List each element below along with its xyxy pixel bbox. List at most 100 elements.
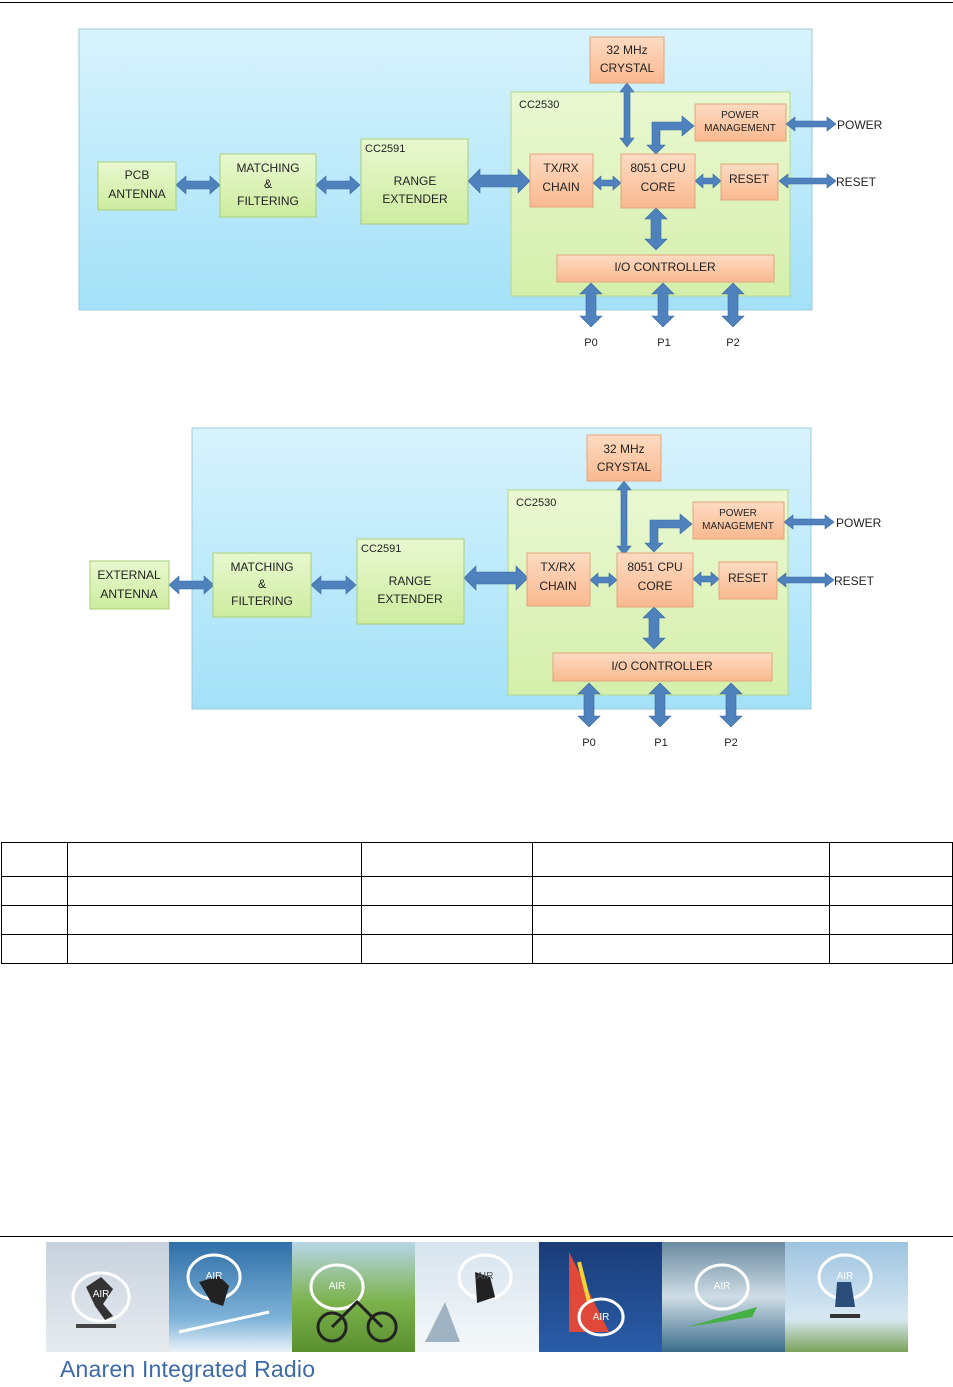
arrow-power-ext — [783, 514, 835, 530]
svg-text:&: & — [258, 577, 266, 591]
cc2591-box — [356, 538, 465, 625]
svg-text:AIR: AIR — [329, 1281, 346, 1292]
reset-ext-label: RESET — [836, 175, 877, 189]
header-rule — [0, 2, 953, 3]
table-cell — [829, 876, 953, 906]
table-row — [1, 842, 953, 877]
matching-filtering-box — [212, 552, 312, 618]
arrow-crystal-cpu — [619, 82, 635, 148]
svg-text:TX/RX: TX/RX — [543, 161, 578, 175]
svg-text:RANGE: RANGE — [389, 574, 432, 588]
port-p2-label: P2 — [724, 737, 737, 749]
arrow-cpu-io — [644, 207, 668, 251]
cpu-core-box — [620, 153, 696, 209]
cc2530-label: CC2530 — [516, 497, 556, 509]
footer-banner: AIR AIR AIR AIR AIR AIR AIR — [46, 1242, 908, 1352]
cc2591-box — [360, 138, 469, 225]
svg-text:RANGE: RANGE — [394, 174, 437, 188]
svg-text:AIR: AIR — [93, 1289, 110, 1300]
svg-text:MATCHING: MATCHING — [236, 161, 299, 175]
svg-text:ANTENNA: ANTENNA — [108, 187, 165, 201]
banner-tile-snowboard: AIR — [415, 1242, 539, 1352]
svg-text:AIR: AIR — [713, 1281, 730, 1292]
crystal-box — [589, 36, 665, 84]
table-row — [1, 934, 953, 964]
footer-rule — [0, 1236, 953, 1237]
svg-text:TX/RX: TX/RX — [540, 560, 575, 574]
svg-text:EXTENDER: EXTENDER — [382, 192, 448, 206]
table-cell — [829, 905, 953, 935]
svg-text:8051 CPU: 8051 CPU — [627, 560, 682, 574]
table-cell — [1, 934, 68, 964]
svg-text:EXTERNAL: EXTERNAL — [97, 568, 161, 582]
svg-text:CORE: CORE — [638, 579, 673, 593]
reset-ext-label: RESET — [834, 574, 875, 588]
table-cell — [67, 842, 362, 877]
arrow-matching-cc2591 — [310, 575, 357, 595]
txrx-chain-box — [529, 153, 594, 208]
svg-text:32 MHz: 32 MHz — [603, 442, 644, 456]
svg-text:PCB: PCB — [125, 168, 150, 182]
svg-text:32 MHz: 32 MHz — [606, 43, 647, 57]
table-row — [1, 876, 953, 906]
port-p0-label: P0 — [582, 737, 595, 749]
arrow-matching-cc2591 — [315, 175, 361, 195]
power-management-box — [692, 501, 785, 540]
svg-text:RESET: RESET — [728, 571, 769, 585]
svg-text:I/O CONTROLLER: I/O CONTROLLER — [611, 659, 713, 673]
svg-text:8051 CPU: 8051 CPU — [630, 161, 685, 175]
table-cell — [67, 934, 362, 964]
arrow-port2 — [719, 682, 743, 728]
svg-text:AIR: AIR — [477, 1271, 494, 1282]
arrow-port1 — [648, 682, 672, 728]
table-cell — [361, 934, 533, 964]
svg-text:CC2591: CC2591 — [365, 143, 405, 155]
table-cell — [1, 842, 68, 877]
svg-text:POWER: POWER — [721, 110, 759, 121]
svg-text:RESET: RESET — [729, 172, 770, 186]
table-cell — [532, 934, 830, 964]
svg-text:I/O CONTROLLER: I/O CONTROLLER — [614, 260, 716, 274]
port-p0-label: P0 — [584, 337, 597, 349]
table-cell — [361, 876, 533, 906]
svg-text:MANAGEMENT: MANAGEMENT — [702, 521, 774, 532]
svg-text:CHAIN: CHAIN — [542, 180, 579, 194]
reset-box — [718, 561, 778, 600]
arrow-cpu-io — [642, 606, 666, 650]
cpu-core-box — [616, 552, 694, 608]
svg-text:CRYSTAL: CRYSTAL — [600, 61, 655, 75]
power-management-box — [694, 103, 787, 142]
svg-text:CRYSTAL: CRYSTAL — [597, 460, 652, 474]
port-p1-label: P1 — [654, 737, 667, 749]
empty-table — [1, 842, 953, 964]
port-p1-label: P1 — [657, 337, 670, 349]
table-cell — [829, 842, 953, 877]
block-diagram-pcb-antenna: CC2530 PCB ANTENNA MATCHING & FILTERING … — [0, 0, 953, 360]
arrow-port2 — [721, 282, 745, 328]
svg-text:AIR: AIR — [206, 1271, 223, 1282]
svg-text:FILTERING: FILTERING — [231, 594, 293, 608]
port-p2-label: P2 — [726, 337, 739, 349]
svg-text:CC2591: CC2591 — [361, 543, 401, 555]
banner-tile-ski: AIR — [169, 1242, 293, 1352]
svg-text:AIR: AIR — [837, 1271, 854, 1282]
table-cell — [67, 905, 362, 935]
arrow-port0 — [579, 282, 603, 328]
banner-tile-kayak: AIR — [661, 1242, 785, 1352]
txrx-chain-box — [526, 552, 591, 607]
banner-tile-windsurf: AIR — [538, 1242, 662, 1352]
block-diagram-external-antenna: CC2530 EXTERNAL ANTENNA MATCHING & FILTE… — [0, 400, 953, 760]
pcb-antenna-box — [97, 161, 177, 211]
power-ext-label: POWER — [837, 118, 883, 132]
banner-tile-skateboard: AIR — [46, 1242, 170, 1352]
io-controller-box — [552, 652, 773, 682]
external-antenna-box — [89, 560, 170, 610]
svg-text:CORE: CORE — [641, 180, 676, 194]
arrow-power-cpu — [644, 513, 693, 553]
table-cell — [67, 876, 362, 906]
table-cell — [361, 905, 533, 935]
svg-text:CHAIN: CHAIN — [539, 579, 576, 593]
svg-text:&: & — [264, 177, 272, 191]
svg-text:EXTENDER: EXTENDER — [377, 592, 443, 606]
crystal-box — [586, 434, 662, 482]
